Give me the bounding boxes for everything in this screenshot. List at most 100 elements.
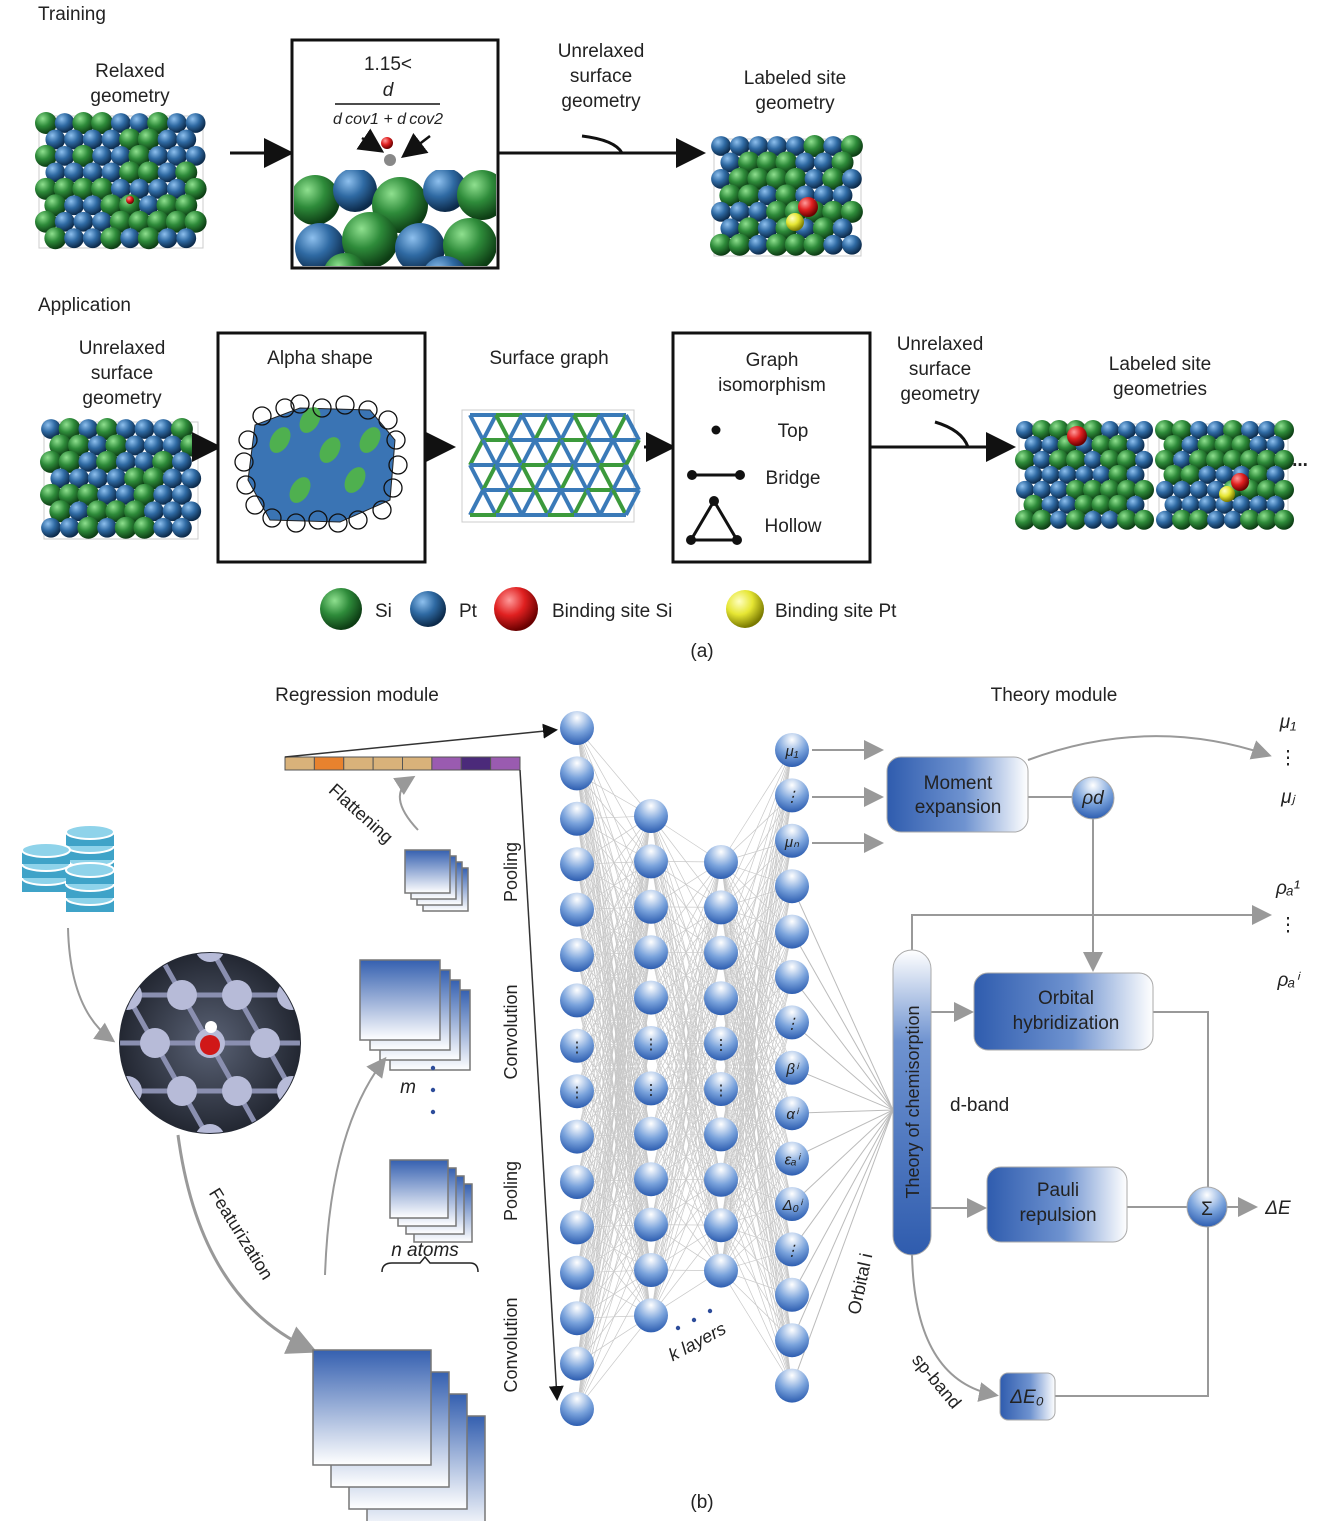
si-atom bbox=[1134, 479, 1154, 500]
pt-atom bbox=[1135, 421, 1153, 439]
labeled-site-label: geometry bbox=[755, 93, 835, 114]
atom bbox=[250, 1028, 280, 1058]
network-node bbox=[704, 1253, 738, 1288]
si-atom bbox=[1023, 494, 1044, 515]
si-atom bbox=[114, 516, 137, 539]
atom bbox=[332, 980, 362, 1010]
pt-atom bbox=[1126, 495, 1145, 514]
graph-edge bbox=[533, 439, 550, 466]
atom bbox=[85, 932, 115, 962]
pt-atom bbox=[157, 162, 178, 183]
graph-edge bbox=[481, 489, 498, 516]
network-node bbox=[775, 1141, 809, 1176]
network-node bbox=[704, 890, 738, 925]
alpha-probe-circle bbox=[236, 475, 256, 495]
training-title: Training bbox=[38, 4, 106, 25]
network-node bbox=[775, 1323, 809, 1358]
graph-edge bbox=[598, 489, 615, 516]
pt-atom bbox=[45, 162, 66, 183]
unrelaxed-label: Unrelaxed bbox=[79, 338, 166, 359]
alpha-probe-circle bbox=[238, 430, 258, 450]
binding-site-si bbox=[1067, 426, 1087, 446]
arrow bbox=[356, 128, 385, 153]
si-atom bbox=[109, 210, 132, 233]
si-atom bbox=[152, 450, 175, 473]
pt-atom bbox=[185, 146, 206, 166]
si-atom bbox=[1049, 420, 1069, 440]
node-label: ⋮ bbox=[785, 1242, 800, 1259]
pt-atom bbox=[767, 136, 787, 156]
si-atom bbox=[1223, 420, 1243, 440]
network-node bbox=[560, 892, 594, 927]
alpha-probe-circle bbox=[348, 510, 368, 530]
alpha-probe-circle bbox=[386, 430, 406, 450]
regression-module-title: Regression module bbox=[275, 685, 439, 706]
network-node bbox=[634, 844, 668, 879]
si-atom bbox=[1163, 434, 1184, 455]
labeled-slab-1 bbox=[1015, 420, 1154, 530]
graph-edge bbox=[585, 439, 602, 466]
si-atom bbox=[133, 483, 156, 506]
si-atom bbox=[738, 217, 761, 240]
node-label: μₙ bbox=[784, 834, 800, 851]
arrow bbox=[284, 723, 558, 758]
pt-atom bbox=[842, 169, 862, 189]
pt-atom bbox=[729, 136, 750, 156]
pt-atom bbox=[1266, 465, 1285, 484]
si-atom bbox=[766, 233, 789, 256]
si-atom bbox=[1083, 479, 1103, 500]
pt-atom bbox=[172, 484, 192, 505]
vector-cell bbox=[402, 756, 433, 771]
pt-atom bbox=[101, 162, 122, 183]
network-node bbox=[634, 1026, 668, 1060]
pt-atom bbox=[1024, 435, 1043, 454]
si-atom bbox=[175, 161, 198, 184]
network-node bbox=[634, 1207, 668, 1242]
unrelaxed-slab bbox=[40, 418, 203, 540]
atom bbox=[332, 884, 362, 914]
pt-atom bbox=[720, 152, 741, 173]
pauli-repulsion-label: Pauli bbox=[1037, 1180, 1079, 1201]
si-atom bbox=[1032, 509, 1052, 530]
si-atom bbox=[1091, 434, 1112, 455]
graph-edge bbox=[624, 414, 641, 441]
sum-node bbox=[1186, 1186, 1228, 1228]
si-atom bbox=[1108, 494, 1129, 515]
network-node bbox=[704, 935, 738, 970]
network-node bbox=[775, 1368, 809, 1403]
pt-atom bbox=[1126, 465, 1145, 484]
pt-atom bbox=[64, 129, 84, 150]
network-node bbox=[634, 1116, 668, 1151]
network-node bbox=[560, 1210, 594, 1245]
si-atom bbox=[803, 233, 826, 256]
pt-atom bbox=[1173, 450, 1191, 469]
pt-atom bbox=[1173, 480, 1191, 499]
graph-edge bbox=[572, 489, 589, 516]
atom bbox=[360, 1124, 390, 1154]
criterion-numerator: d bbox=[383, 80, 395, 101]
si-atom bbox=[1189, 509, 1209, 530]
si-atom bbox=[119, 161, 142, 184]
si-atom bbox=[747, 167, 770, 190]
moment-expansion-label: expansion bbox=[915, 797, 1002, 818]
si-atom bbox=[457, 170, 496, 220]
pt-atom bbox=[110, 113, 131, 133]
pt-atom bbox=[720, 218, 741, 239]
pt-atom bbox=[134, 419, 155, 439]
hollow-site-icon bbox=[686, 496, 742, 545]
graph-edge bbox=[546, 439, 563, 466]
unrelaxed-label: surface bbox=[570, 66, 632, 87]
network-node bbox=[775, 778, 809, 813]
pt-atom bbox=[729, 201, 750, 222]
atom bbox=[167, 884, 197, 914]
labeled-site-slab bbox=[710, 135, 863, 257]
criterion-prefix: 1.15< bbox=[364, 54, 412, 75]
si-atom bbox=[133, 516, 156, 539]
pt-atom bbox=[1016, 480, 1034, 499]
graph-edge bbox=[494, 439, 511, 466]
si-atom bbox=[1189, 449, 1209, 470]
pt-atom bbox=[425, 256, 465, 266]
si-atom bbox=[165, 210, 188, 233]
pt-atom bbox=[172, 517, 192, 538]
